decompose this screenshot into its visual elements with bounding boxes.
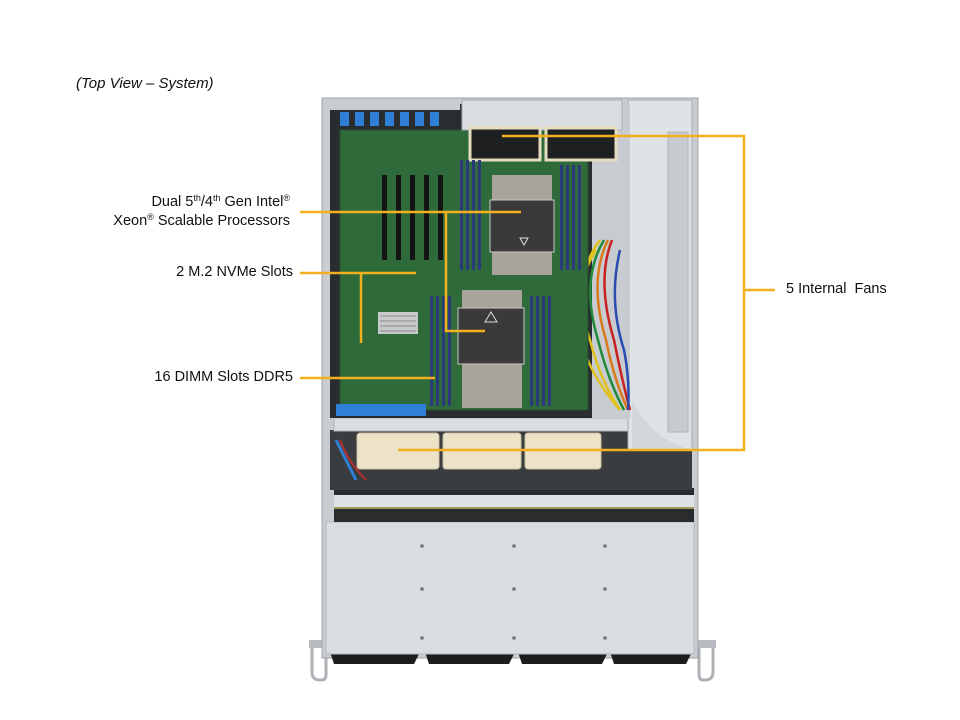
cpu-heatsink-1 <box>489 175 555 275</box>
callout-processors: Dual 5th/4th Gen Intel® Xeon® Scalable P… <box>113 193 290 231</box>
front-drive-bays <box>330 652 692 664</box>
pcie-slot-latches <box>340 112 439 126</box>
callout-internal-fans: 5 Internal Fans <box>786 281 887 297</box>
cpu-heatsink-2 <box>457 290 525 408</box>
callout-processors-line2: Xeon® Scalable Processors <box>113 212 290 230</box>
callout-leader-lines <box>300 134 775 452</box>
top-cover-plate <box>325 521 695 655</box>
front-handle-left <box>309 640 328 682</box>
callout-m2-nvme: 2 M.2 NVMe Slots <box>176 264 293 280</box>
callout-processors-line1: Dual 5th/4th Gen Intel® <box>151 193 290 211</box>
dimm-slots <box>430 160 581 406</box>
callout-dimm-slots: 16 DIMM Slots DDR5 <box>154 369 293 385</box>
front-handle-right <box>697 640 716 682</box>
view-caption: (Top View – System) <box>76 75 214 92</box>
